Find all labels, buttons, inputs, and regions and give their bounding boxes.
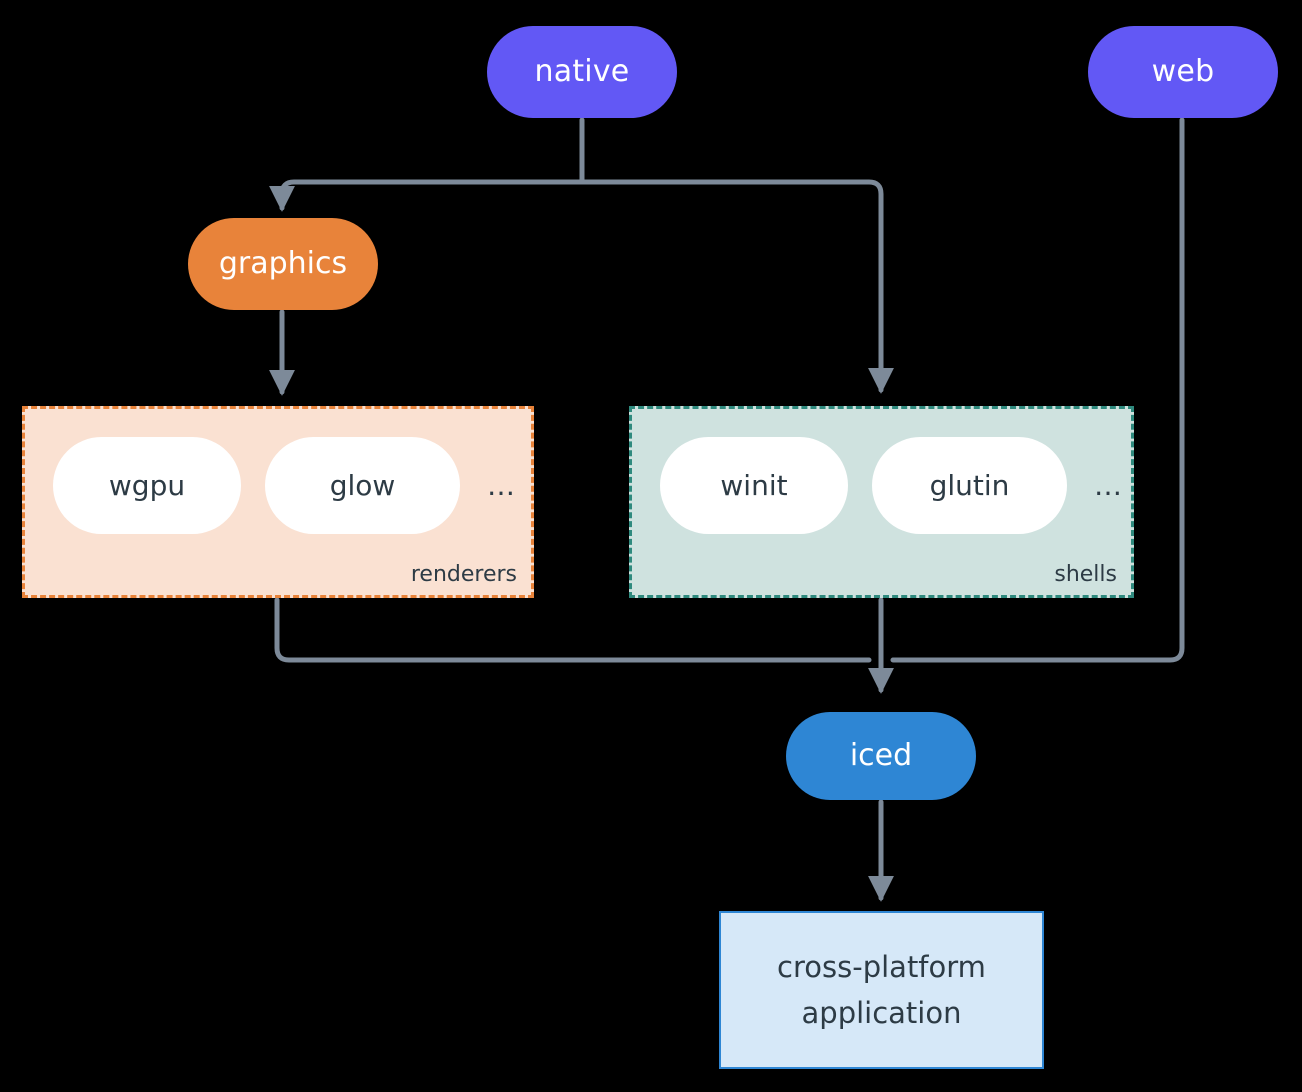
node-web-label: web	[1151, 54, 1215, 90]
edge-native-to-graphics	[269, 179, 585, 212]
leaf-winit-label: winit	[720, 469, 788, 502]
application-label-line2: application	[801, 996, 962, 1030]
edge-native-to-shells	[579, 179, 894, 394]
leaf-wgpu-label: wgpu	[108, 469, 186, 502]
node-iced[interactable]: iced	[786, 712, 976, 800]
node-native[interactable]: native	[487, 26, 677, 118]
leaf-glutin-label: glutin	[929, 469, 1010, 502]
leaf-winit[interactable]: winit	[660, 437, 848, 534]
node-web[interactable]: web	[1088, 26, 1278, 118]
renderers-overflow-ellipsis: …	[487, 469, 515, 502]
group-shells-label: shells	[1054, 562, 1117, 587]
group-renderers: wgpu glow … renderers	[22, 406, 534, 598]
node-graphics[interactable]: graphics	[188, 218, 378, 310]
node-iced-label: iced	[849, 738, 913, 774]
leaf-wgpu[interactable]: wgpu	[53, 437, 241, 534]
shells-overflow-ellipsis: …	[1094, 469, 1122, 502]
application-label-line1: cross-platform	[777, 949, 986, 984]
leaf-glutin[interactable]: glutin	[872, 437, 1067, 534]
node-graphics-label: graphics	[218, 246, 348, 282]
leaf-glow[interactable]: glow	[265, 437, 460, 534]
edge-renderers-to-iced	[274, 597, 872, 663]
group-renderers-label: renderers	[410, 562, 517, 587]
node-native-label: native	[534, 54, 630, 90]
group-shells: winit glutin … shells	[629, 406, 1134, 598]
leaf-glow-label: glow	[329, 469, 396, 502]
node-cross-platform-application[interactable]: cross-platform application	[719, 911, 1044, 1069]
